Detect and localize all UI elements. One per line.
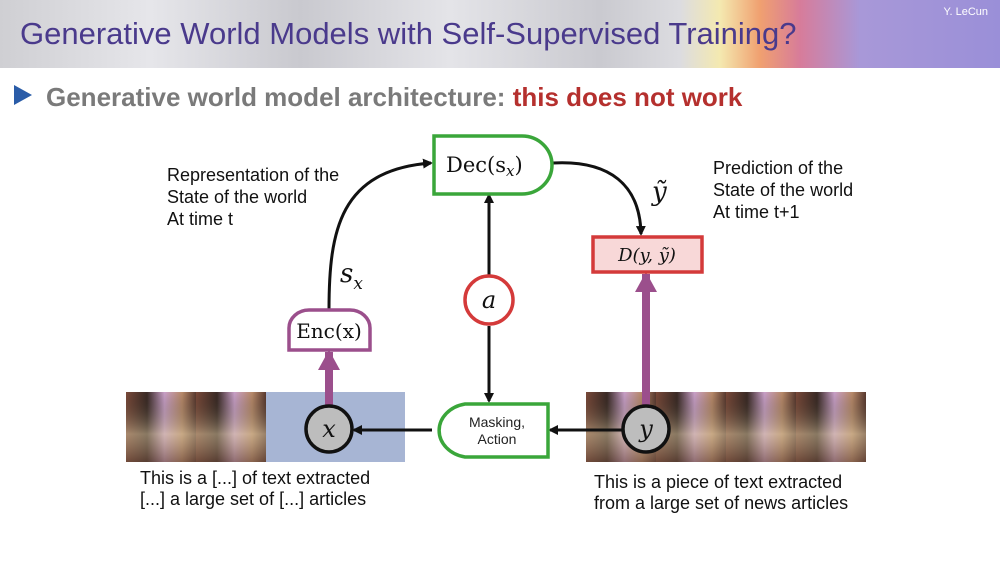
cost-label: D(y, ỹ) bbox=[617, 245, 676, 266]
author-label: Y. LeCun bbox=[943, 6, 988, 18]
y-node bbox=[621, 404, 671, 454]
bullet-text: Generative world model architecture: bbox=[46, 82, 513, 112]
bullet-triangle-icon bbox=[14, 85, 32, 105]
action-variable-node bbox=[463, 274, 515, 326]
sx-subscript: x bbox=[353, 274, 363, 294]
left-note: Representation of the State of the world… bbox=[167, 164, 339, 230]
left-image-strip bbox=[126, 392, 405, 462]
cost-box bbox=[591, 235, 704, 274]
left-note-line: Representation of the bbox=[167, 165, 340, 185]
right-note-line: Prediction of the bbox=[713, 158, 844, 178]
right-caption-line: This is a piece of text extracted bbox=[594, 472, 843, 492]
right-caption-line: from a large set of news articles bbox=[594, 493, 849, 513]
x-label: x bbox=[322, 415, 336, 443]
left-caption-line: [...] a large set of [...] articles bbox=[140, 489, 367, 509]
decoder-label: Dec(s bbox=[446, 153, 506, 177]
masking-label-line2: Action bbox=[478, 431, 517, 447]
decoder-box bbox=[432, 134, 554, 196]
ytilde-label: ỹ bbox=[651, 177, 667, 207]
y-label: y bbox=[638, 415, 653, 443]
decoder-subscript: x bbox=[506, 162, 515, 180]
arrow-dec-to-cost bbox=[552, 161, 646, 236]
bullet-point: Generative world model architecture: thi… bbox=[14, 82, 742, 113]
action-variable-label: a bbox=[482, 286, 496, 314]
left-note-line: At time t bbox=[167, 209, 234, 229]
x-node bbox=[304, 404, 354, 454]
right-note-line: State of the world bbox=[713, 180, 854, 200]
right-note: Prediction of the State of the world At … bbox=[713, 157, 853, 223]
svg-text:Dec(sx): Dec(sx) bbox=[446, 153, 523, 180]
title-bar bbox=[0, 0, 1000, 68]
sx-label: s bbox=[340, 259, 353, 289]
bullet-highlight: this does not work bbox=[512, 82, 743, 112]
right-note-line: At time t+1 bbox=[713, 202, 800, 222]
encoder-box bbox=[287, 308, 372, 352]
encoder-label: Enc(x) bbox=[296, 319, 362, 343]
left-caption-line: This is a [...] of text extracted bbox=[140, 468, 371, 488]
masking-action-box bbox=[437, 402, 550, 459]
slide-title: Generative World Models with Self-Superv… bbox=[20, 16, 797, 51]
left-caption: This is a [...] of text extracted [...] … bbox=[140, 468, 370, 510]
masking-label-line1: Masking, bbox=[469, 414, 525, 430]
svg-text:sx: sx bbox=[340, 259, 363, 294]
left-note-line: State of the world bbox=[167, 187, 308, 207]
right-caption: This is a piece of text extracted from a… bbox=[594, 472, 848, 514]
arrow-enc-to-dec bbox=[327, 158, 433, 311]
